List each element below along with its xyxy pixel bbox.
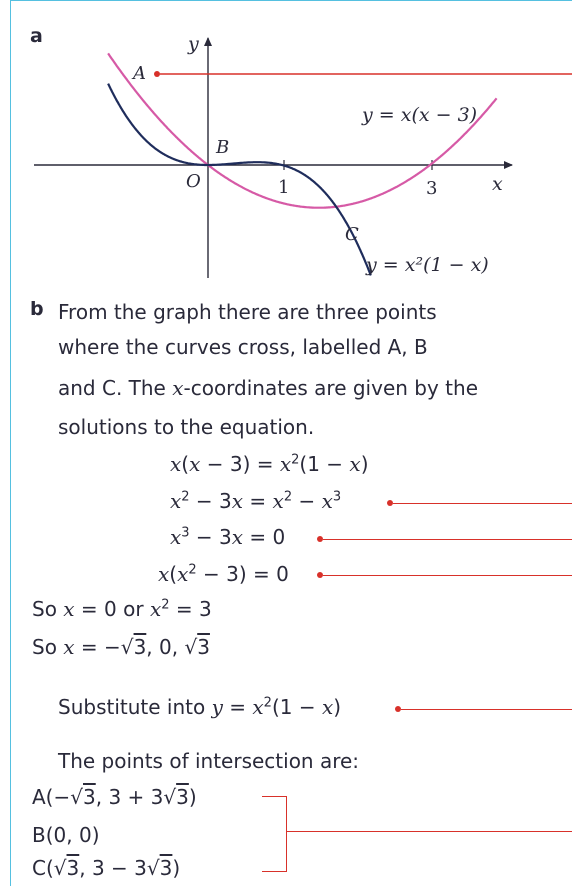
so-line-2: So x = −√3, 0, √3 [32, 635, 210, 659]
point-a-label: A [131, 63, 146, 84]
point-c-label: C [345, 224, 359, 245]
intersection-graph: y x O 1 3 A B C y = x(x − 3) y = x²(1 − … [34, 33, 572, 278]
frame-left-border [10, 0, 11, 886]
equation-4: x(x2 − 3) = 0 [158, 562, 289, 586]
equation-2: x2 − 3x = x2 − x3 [170, 489, 342, 513]
y-axis-label: y [187, 33, 199, 55]
equation-3-annotation-leader [323, 539, 572, 540]
x-tick-3-label: 3 [426, 178, 437, 199]
substitute-annotation-dot [395, 706, 401, 712]
equation-1: x(x − 3) = x2(1 − x) [170, 452, 369, 476]
origin-label: O [186, 171, 201, 192]
point-a-coordinates: A(−√3, 3 + 3√3) [32, 785, 197, 809]
intro-line-2: where the curves cross, labelled A, B [58, 335, 428, 359]
x-axis-label: x [492, 173, 503, 195]
curve-2-label: y = x²(1 − x) [365, 254, 489, 276]
point-c-coordinates: C(√3, 3 − 3√3) [32, 856, 181, 880]
so-line-1: So x = 0 or x2 = 3 [32, 597, 212, 621]
curve-y-equals-x-x-minus-3 [107, 52, 498, 209]
point-b-label: B [215, 137, 229, 158]
points-bracket [262, 796, 287, 872]
substitute-line: Substitute into y = x2(1 − x) [58, 695, 342, 719]
x-tick-1-label: 1 [278, 177, 289, 198]
point-b-coordinates: B(0, 0) [32, 823, 100, 847]
substitute-annotation-leader [401, 709, 572, 710]
equation-4-annotation-dot [317, 572, 323, 578]
part-b-label: b [30, 298, 44, 320]
curve-y-equals-x-squared-1-minus-x [107, 83, 372, 276]
frame-top-border [10, 0, 572, 1]
intro-line-1: From the graph there are three points [58, 300, 437, 324]
equation-3: x3 − 3x = 0 [170, 525, 286, 549]
points-heading: The points of intersection are: [58, 749, 360, 773]
equation-2-annotation-leader [393, 503, 572, 504]
intro-line-3: and C. The x-coordinates are given by th… [58, 376, 479, 400]
equation-2-annotation-dot [387, 500, 393, 506]
curve-1-label: y = x(x − 3) [361, 104, 477, 126]
part-a-label: a [30, 25, 43, 47]
intro-line-4: solutions to the equation. [58, 415, 315, 439]
point-a-annotation-dot [154, 71, 160, 77]
equation-3-annotation-dot [317, 536, 323, 542]
points-bracket-leader [287, 831, 572, 832]
equation-4-annotation-leader [323, 575, 572, 576]
